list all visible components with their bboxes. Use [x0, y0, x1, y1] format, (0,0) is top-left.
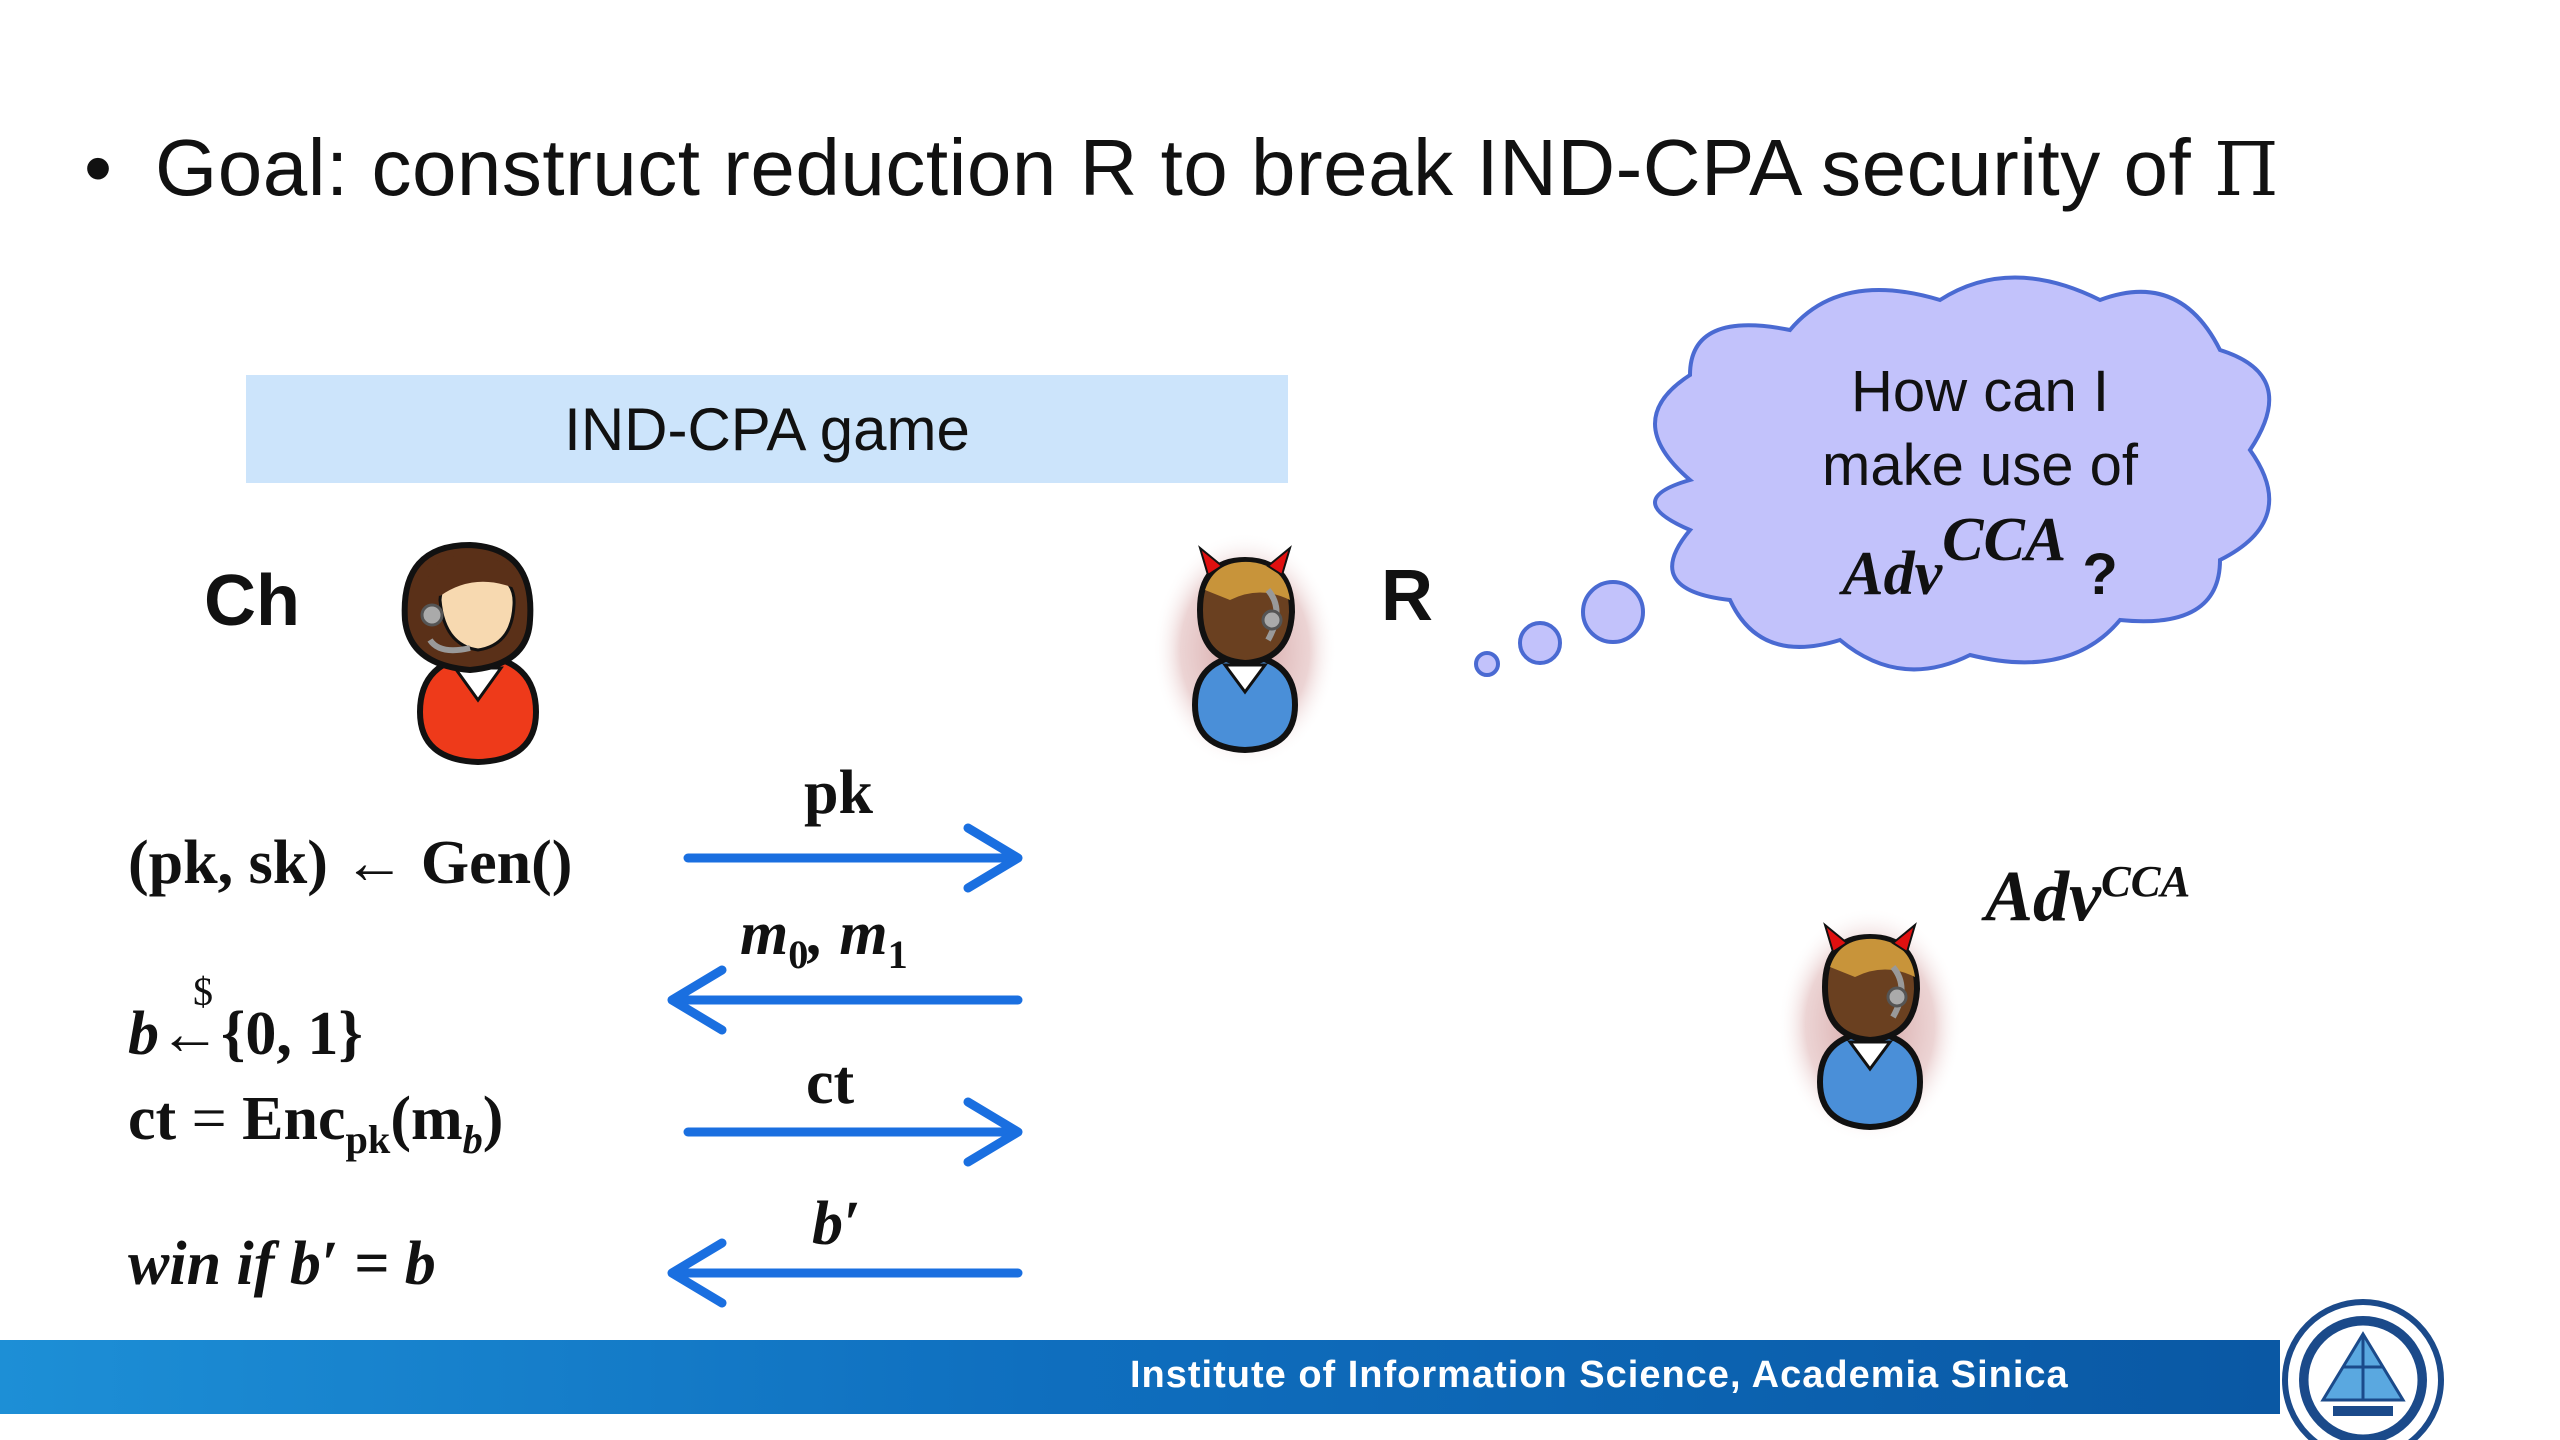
enc-arg-sub: b	[462, 1117, 483, 1163]
arrow-bprime-left	[667, 1238, 1023, 1308]
adversary-sup: CCA	[2100, 856, 2191, 906]
adversary-base: Adv	[1985, 856, 2101, 937]
enc-arg-open: (m	[390, 1085, 463, 1153]
message-m-label: m0, m1	[740, 903, 908, 975]
m-sep: ,	[808, 900, 840, 968]
footer-institute-text: Institute of Information Science, Academ…	[1130, 1354, 2069, 1396]
footer-bar	[0, 1340, 2280, 1414]
academia-sinica-logo	[2282, 1299, 2444, 1440]
message-ct-label: ct	[806, 1049, 855, 1117]
gen-rhs: Gen()	[420, 829, 573, 897]
gen-lhs: (pk, sk)	[128, 829, 328, 897]
enc-func: Enc	[242, 1085, 346, 1153]
thought-bubble-cloud	[1474, 275, 2272, 677]
sample-set: {0, 1}	[221, 1000, 363, 1068]
m1-base: m	[839, 900, 888, 968]
slide-goal-text: Goal: construct reduction R to break IND…	[155, 128, 2279, 208]
thought-adv-base: Adv	[1842, 540, 1943, 609]
adversary-devil-icon	[1778, 907, 1962, 1143]
thought-question-mark: ?	[2082, 542, 2118, 608]
m0-sub: 0	[788, 932, 809, 978]
enc-eq: =	[191, 1085, 227, 1153]
sample-arrow: ←	[159, 1000, 221, 1068]
win-text: win if b′ = b	[128, 1230, 436, 1298]
challenger-label: Ch	[204, 561, 300, 641]
thought-adv-sup: CCA	[1942, 506, 2067, 574]
gen-arrow: ←	[343, 829, 406, 897]
bullet-point: •	[84, 123, 113, 212]
reduction-devil-icon	[1153, 532, 1337, 768]
reduction-label: R	[1381, 556, 1433, 636]
m0-base: m	[740, 900, 789, 968]
message-bprime-label: b′	[812, 1190, 861, 1258]
arrow-ct-right	[683, 1097, 1023, 1167]
challenger-person-icon	[401, 541, 540, 766]
pi-symbol: Π	[2213, 127, 2279, 213]
thought-line-2: make use of	[1822, 433, 2138, 498]
thought-line-3: AdvCCA ?	[1690, 503, 2270, 612]
ind-cpa-game-banner: IND-CPA game	[246, 375, 1288, 483]
gen-step: (pk, sk) ← Gen()	[128, 832, 572, 894]
sample-step: b←{0, 1}	[128, 1003, 363, 1065]
m1-sub: 1	[887, 932, 908, 978]
win-condition: win if b′ = b	[128, 1233, 436, 1295]
enc-step: ct = Encpk(mb)	[128, 1088, 503, 1160]
dollar-sign: $	[193, 969, 213, 1014]
arrow-messages-left	[667, 965, 1023, 1035]
enc-lhs: ct	[128, 1085, 177, 1153]
thought-line-1: How can I	[1851, 359, 2109, 424]
enc-sub: pk	[345, 1117, 391, 1163]
message-pk-label: pk	[804, 759, 873, 827]
enc-arg-close: )	[482, 1085, 504, 1153]
goal-text: Goal: construct reduction R to break IND…	[155, 123, 2214, 212]
arrow-pk-right	[683, 823, 1023, 893]
thought-bubble-text: How can I make use of AdvCCA ?	[1690, 355, 2270, 612]
sample-var: b	[128, 1000, 159, 1068]
adversary-label: AdvCCA	[1985, 855, 2190, 939]
